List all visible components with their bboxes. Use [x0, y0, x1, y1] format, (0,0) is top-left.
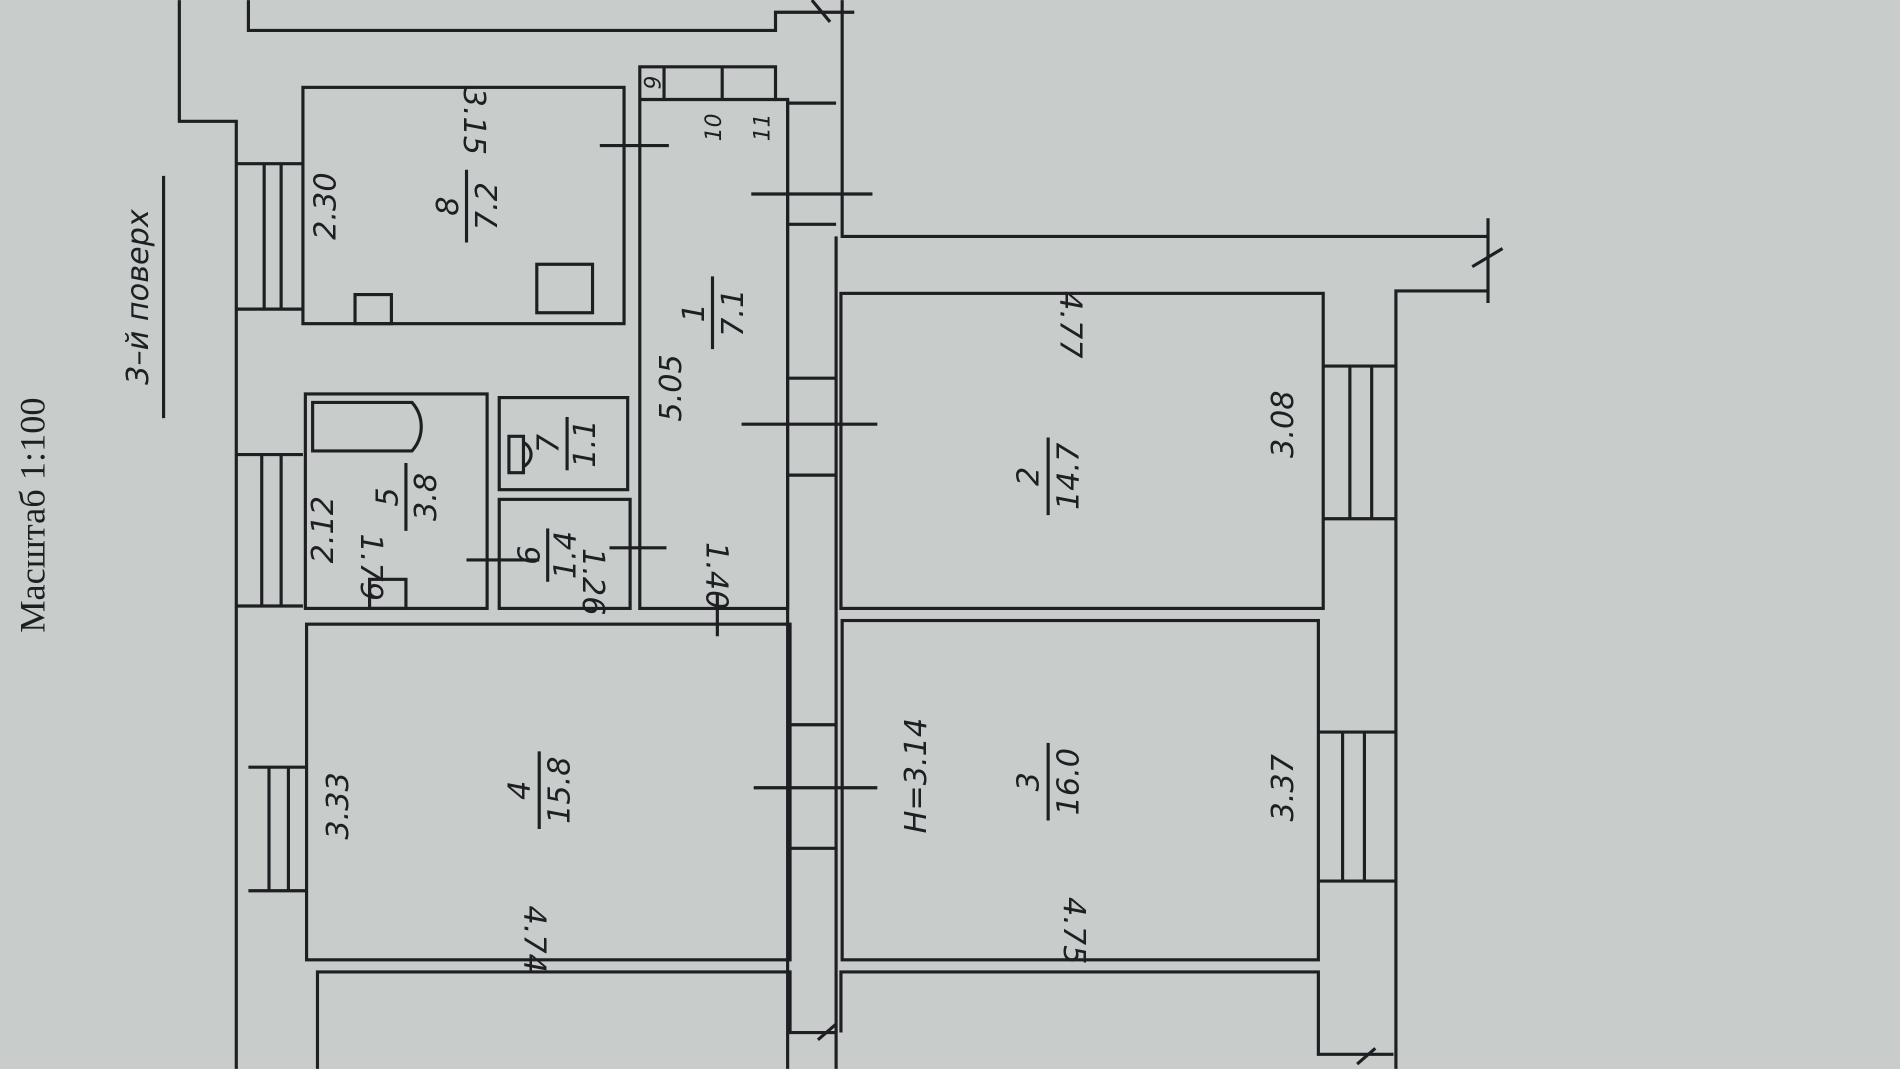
bathtub-icon	[311, 400, 423, 453]
dimension: 4.74	[517, 906, 552, 973]
room-area: 1.1	[568, 420, 603, 468]
room-area: 3.8	[409, 473, 444, 521]
room-1-label: 1 7.1	[677, 276, 751, 350]
room-4-outline	[304, 622, 792, 962]
dimension: 1.40	[698, 542, 733, 609]
room-number: 7	[532, 434, 567, 453]
room-3-label: 3 16.0	[1011, 742, 1086, 821]
dimension: 4.77	[1052, 291, 1087, 358]
room-area: 15.8	[543, 756, 578, 823]
room-number: 8	[431, 196, 466, 215]
room-10-number: 10	[702, 113, 727, 141]
room-number: 2	[1011, 467, 1046, 486]
ceiling-height: H=3.14	[899, 718, 934, 834]
floor-label-text: 3–й поверх	[121, 208, 156, 385]
room-3-outline	[840, 618, 1320, 962]
windows	[236, 162, 1396, 893]
heater-icon	[353, 293, 393, 326]
room-number: 5	[370, 487, 405, 506]
dimension: 3.33	[321, 772, 356, 839]
doors	[311, 0, 1504, 1066]
room-8-label: 8 7.2	[431, 169, 505, 243]
room-7-outline	[497, 395, 630, 492]
dimension: 4.75	[1056, 897, 1091, 964]
dimension: 2.30	[309, 172, 344, 239]
heater-icon	[368, 577, 408, 610]
room-5-label: 5 3.8	[370, 463, 444, 531]
dimension: 2.12	[306, 496, 341, 563]
room-area: 16.0	[1051, 748, 1086, 815]
dimension: 5.05	[654, 354, 689, 421]
dimension: 3.37	[1266, 754, 1301, 821]
room-11-number: 11	[750, 113, 775, 141]
floor-label: 3–й поверх	[121, 175, 166, 419]
stove-icon	[535, 262, 595, 315]
room-area: 14.7	[1051, 443, 1086, 510]
room-2-outline	[839, 291, 1325, 610]
walls	[177, 0, 1490, 1069]
room-2-label: 2 14.7	[1011, 437, 1086, 516]
room-9-number: 9	[641, 76, 666, 90]
room-7-label: 7 1.1	[532, 416, 603, 471]
dimension: 1.79	[353, 533, 388, 600]
room-area: 1.4	[549, 531, 584, 579]
dimension: 1.26	[575, 548, 610, 615]
room-area: 7.1	[716, 289, 751, 337]
room-6-label: 6 1.4	[512, 528, 584, 582]
room-8-outline	[301, 85, 626, 326]
room-4-label: 4 15.8	[503, 751, 578, 829]
room-number: 6	[512, 545, 547, 564]
room-6-outline	[497, 497, 632, 610]
room-number: 3	[1011, 772, 1046, 791]
dimension: 3.08	[1266, 391, 1301, 458]
room-area: 7.2	[470, 182, 505, 230]
scale-label: Масштаб 1:100	[13, 397, 53, 632]
room-number: 1	[677, 303, 712, 322]
room-number: 4	[503, 781, 538, 800]
toilet-icon	[507, 434, 533, 475]
dimension: 3.15	[456, 88, 491, 155]
